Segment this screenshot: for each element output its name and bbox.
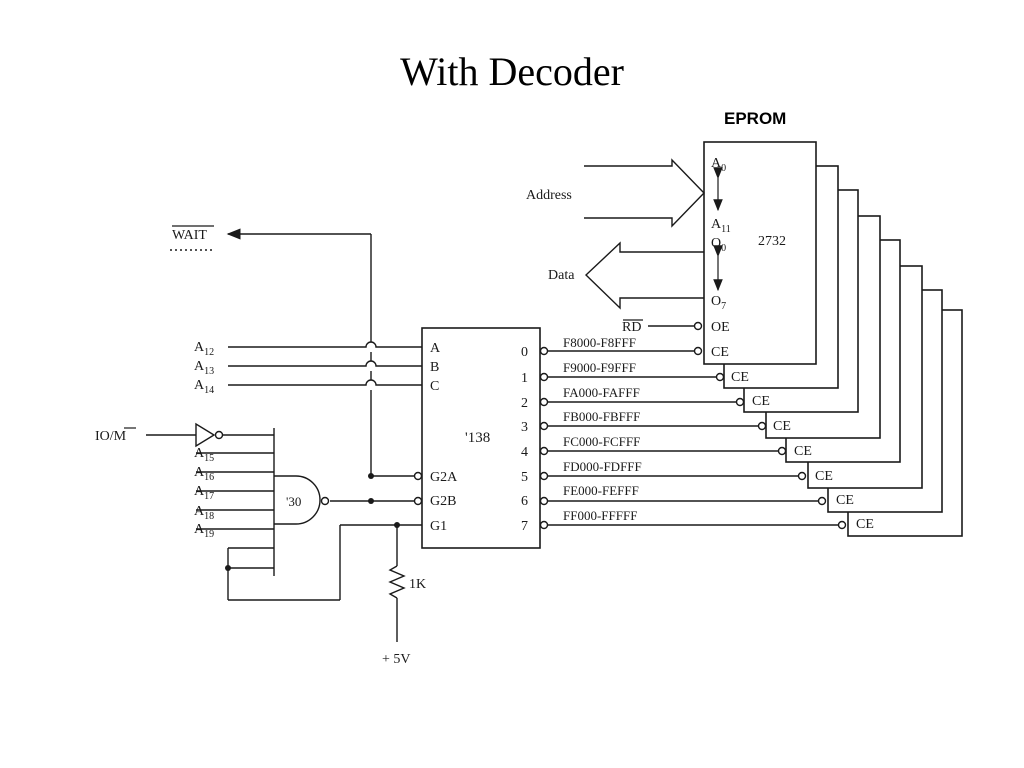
a13-label: A13 <box>194 359 214 377</box>
wait-label: WAIT <box>172 228 207 243</box>
ce-label-3: CE <box>752 394 770 409</box>
nand-gate <box>274 475 321 525</box>
slide-title: With Decoder <box>400 49 624 94</box>
address-bus-label: Address <box>526 188 572 203</box>
eprom-pin-o0: O0 <box>711 236 726 254</box>
ce-label-6: CE <box>815 469 833 484</box>
address-range-3: FB000-FBFFF <box>563 409 640 424</box>
address-range-6: FE000-FEFFF <box>563 483 639 498</box>
a17-label: A17 <box>194 484 214 502</box>
decoder-output-1: 1 <box>521 371 528 386</box>
output-line-3 <box>539 421 767 431</box>
a18-label: A18 <box>194 504 214 522</box>
decoder-pin-c: C <box>430 379 439 394</box>
eprom-pin-a0: A0 <box>711 156 726 174</box>
ce-label-8: CE <box>856 517 874 532</box>
decoder-output-0: 0 <box>521 345 528 360</box>
inverter <box>195 422 216 448</box>
a16-label: A16 <box>194 465 214 483</box>
address-range-4: FC000-FCFFF <box>563 434 640 449</box>
output-line-6 <box>539 496 827 506</box>
address-range-labels: F8000-F8FFF F9000-F9FFF FA000-FAFFF FB00… <box>563 335 642 523</box>
nand-gate-30: '30 <box>274 475 330 525</box>
decoder-pin-g1: G1 <box>430 519 447 534</box>
supply-voltage: + 5V <box>382 652 411 667</box>
address-range-0: F8000-F8FFF <box>563 335 636 350</box>
decoder-pin-g2b: G2B <box>430 494 456 509</box>
decoder-pin-a: A <box>430 341 441 356</box>
address-range-5: FD000-FDFFF <box>563 459 642 474</box>
rd-oe-line: RD <box>622 319 703 335</box>
decoder-output-4: 4 <box>521 445 528 460</box>
output-line-4 <box>539 446 787 456</box>
eprom-part-number: 2732 <box>758 234 786 249</box>
a15-label: A15 <box>194 446 214 464</box>
eprom-stack <box>703 141 963 537</box>
a15-a19-inputs: A15 A16 A17 A18 A19 <box>194 428 275 600</box>
decoder-output-lines <box>539 346 847 530</box>
data-bus: Data <box>548 241 704 310</box>
decoder-output-6: 6 <box>521 494 528 509</box>
ce-label-4: CE <box>773 419 791 434</box>
a12-label: A12 <box>194 340 214 358</box>
decoder-pin-g2a: G2A <box>430 470 458 485</box>
decoder-part-number: '138 <box>465 430 490 446</box>
resistor-value: 1K <box>409 577 426 592</box>
decoder-pin-b: B <box>430 360 439 375</box>
output-line-0 <box>539 346 703 356</box>
eprom-front-pins: A0 A11 O0 O7 OE 2732 <box>711 156 786 335</box>
data-bus-label: Data <box>548 268 575 283</box>
a14-label: A14 <box>194 378 214 396</box>
eprom-pin-o7: O7 <box>711 294 726 312</box>
output-line-5 <box>539 471 807 481</box>
decoder-output-5: 5 <box>521 470 528 485</box>
nand-gate-label: '30 <box>286 494 301 509</box>
g1-pullup: 1K + 5V <box>228 522 426 667</box>
io-m-input: IO/M <box>95 422 274 448</box>
output-line-2 <box>539 397 745 407</box>
wait-line: WAIT <box>170 225 372 476</box>
pullup-resistor <box>388 565 406 599</box>
ce-label-7: CE <box>836 493 854 508</box>
address-range-2: FA000-FAFFF <box>563 385 640 400</box>
decoder-output-7: 7 <box>521 519 528 534</box>
address-range-7: FF000-FFFFF <box>563 508 637 523</box>
decoder-138: '138 A B C G2A G2B G1 0 1 2 3 4 5 6 7 <box>413 327 541 549</box>
decoder-output-2: 2 <box>521 396 528 411</box>
output-line-7 <box>539 520 847 530</box>
address-range-1: F9000-F9FFF <box>563 360 636 375</box>
a19-label: A19 <box>194 522 214 540</box>
eprom-pin-a11: A11 <box>711 217 731 235</box>
output-line-1 <box>539 372 725 382</box>
address-bus: Address <box>526 158 705 228</box>
eprom-label: EPROM <box>724 109 787 128</box>
decoder-output-3: 3 <box>521 420 528 435</box>
ce-label-1: CE <box>711 345 729 360</box>
a12-a14-inputs: A12 A13 A14 <box>194 340 422 396</box>
rd-label: RD <box>622 320 641 335</box>
io-m-label: IO/M <box>95 429 127 444</box>
eprom-pin-oe: OE <box>711 320 730 335</box>
ce-label-2: CE <box>731 370 749 385</box>
chip-enable-labels: CE CE CE CE CE CE CE CE <box>711 345 874 532</box>
ce-label-5: CE <box>794 444 812 459</box>
decoder-body <box>421 327 541 549</box>
